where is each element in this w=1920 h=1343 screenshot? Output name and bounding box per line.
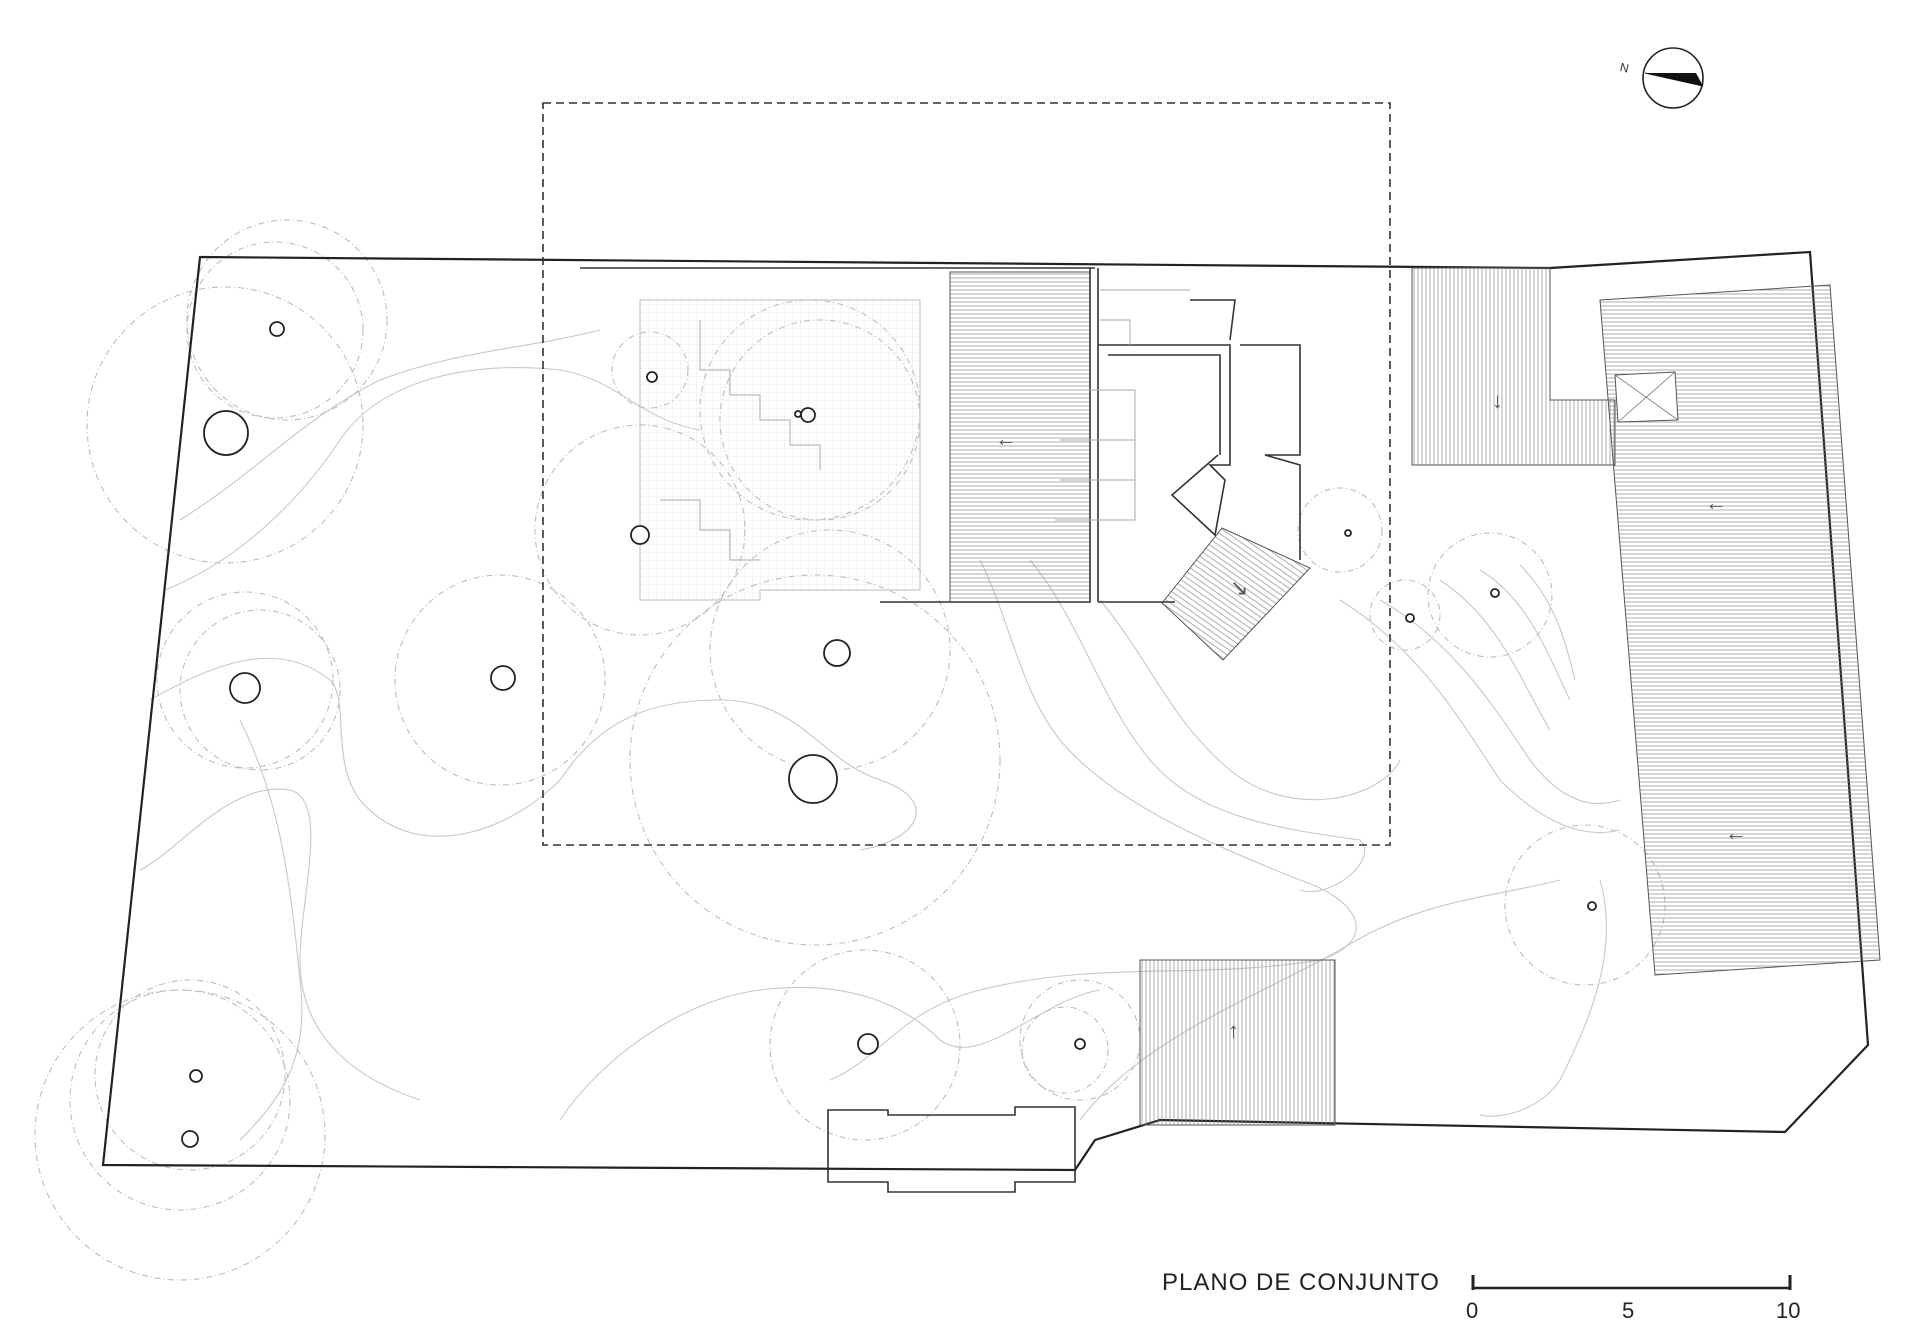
- scale-tick-10: 10: [1776, 1298, 1800, 1323]
- slope-arrow-bottom-shed: ↑: [1228, 1018, 1239, 1043]
- slope-arrow-right-upper: ←: [1705, 490, 1727, 515]
- paved-terrace: [639, 299, 921, 601]
- drawing-title: PLANO DE CONJUNTO: [1162, 1269, 1440, 1296]
- roof-bottom-shed: [1139, 959, 1336, 1126]
- scale-bar: 0 5 10: [1466, 1275, 1800, 1323]
- tree-trunk: [1074, 1038, 1086, 1050]
- tree-trunk: [269, 321, 285, 337]
- tree-canopies: [34, 219, 1666, 1281]
- tree-trunk: [1587, 901, 1597, 911]
- tree-trunk: [490, 665, 516, 691]
- tree-trunk: [229, 672, 261, 704]
- tree-trunk: [823, 639, 851, 667]
- tree-trunk: [788, 754, 838, 804]
- roof-long-right: [1599, 284, 1881, 976]
- tree-trunks: [181, 321, 1597, 1148]
- slope-arrows: ← ↓ ← ← ↘ ↑: [995, 388, 1747, 1043]
- roof-garage: [949, 271, 1091, 603]
- slope-arrow-stair: ↘: [1230, 575, 1248, 600]
- tree-trunk: [646, 371, 658, 383]
- slope-arrow-garage: ←: [995, 426, 1017, 451]
- slope-arrow-right-lower: ←: [1725, 820, 1747, 845]
- house-walls: [580, 267, 1301, 603]
- contour-lines: [139, 329, 1621, 1141]
- tree-trunk: [203, 410, 249, 456]
- tree-trunk: [794, 410, 802, 418]
- north-label: N: [1619, 60, 1631, 76]
- property-boundary: [101, 250, 1870, 1172]
- tree-trunk: [181, 1130, 199, 1148]
- roof-diagonal-stair: [1161, 527, 1311, 661]
- tree-trunk: [1490, 588, 1500, 598]
- tree-trunk: [1344, 529, 1352, 537]
- project-outline: [542, 102, 1391, 846]
- tree-trunk: [857, 1033, 879, 1055]
- tree-trunk: [630, 525, 650, 545]
- tree-trunk: [189, 1069, 203, 1083]
- roof-shed-top-right: [1411, 267, 1616, 466]
- scale-tick-5: 5: [1622, 1298, 1634, 1323]
- entry-gate: [827, 1106, 1076, 1193]
- roofs: [949, 267, 1881, 1126]
- slope-arrow-shed: ↓: [1492, 388, 1503, 413]
- tree-trunk: [800, 407, 816, 423]
- tree-trunk: [1405, 613, 1415, 623]
- scale-tick-0: 0: [1466, 1298, 1478, 1323]
- north-arrow-icon: N: [1619, 47, 1704, 109]
